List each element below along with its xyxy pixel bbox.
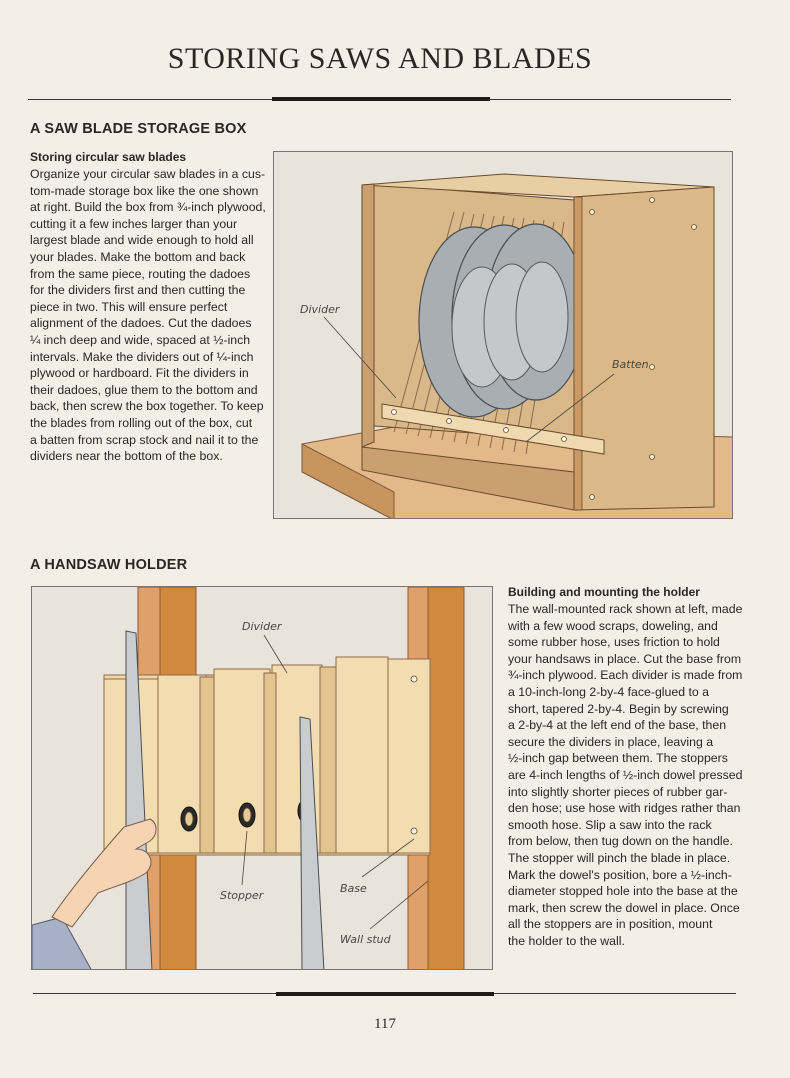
text-line: the holder to the wall. bbox=[508, 933, 625, 948]
text-line: mark, then screw the dowel in place. Onc… bbox=[508, 900, 740, 915]
text-line: a 2-by-4 at the left end of the base, th… bbox=[508, 718, 727, 733]
text-line: cutting it a few inches larger than your bbox=[30, 216, 238, 231]
bottom-rule-accent bbox=[276, 992, 494, 996]
figure-saw-blade-storage-box: Divider Batten bbox=[273, 151, 733, 519]
callout-base: Base bbox=[340, 882, 367, 895]
text-line: tom-made storage box like the one shown bbox=[30, 183, 259, 198]
subheading-storing-blades: Storing circular saw blades bbox=[30, 150, 187, 164]
text-line: for the dividers first and then cutting … bbox=[30, 283, 246, 298]
text-line: diameter stopped hole into the base at t… bbox=[508, 884, 738, 899]
section1-body: Organize your circular saw blades in a c… bbox=[30, 166, 270, 465]
text-line: are 4-inch lengths of ½-inch dowel press… bbox=[508, 767, 743, 782]
text-line: The stopper will pinch the blade in plac… bbox=[508, 850, 731, 865]
section-heading-saw-blade-box: A SAW BLADE STORAGE BOX bbox=[30, 121, 247, 137]
text-line: smooth hose. Slip a saw into the rack bbox=[508, 817, 712, 832]
page-title: STORING SAWS AND BLADES bbox=[167, 42, 593, 75]
text-line: largest blade and wide enough to hold al… bbox=[30, 233, 254, 248]
text-line: dividers near the bottom of the box. bbox=[30, 449, 223, 464]
text-line: short, tapered 2-by-4. Begin by screwing bbox=[508, 701, 729, 716]
text-line: Organize your circular saw blades in a c… bbox=[30, 167, 266, 181]
text-line: from the same piece, routing the dadoes bbox=[30, 266, 251, 281]
page-number: 117 bbox=[374, 1016, 396, 1032]
text-line: with a few wood scraps, doweling, and bbox=[508, 618, 718, 633]
text-line: your blades. Make the bottom and back bbox=[30, 249, 246, 264]
text-line: ¾-inch plywood. Each divider is made fro… bbox=[508, 668, 743, 683]
text-line: at right. Build the box from ¾-inch plyw… bbox=[30, 200, 266, 215]
figure-handsaw-holder: Divider Stopper Base Wall stud bbox=[31, 586, 493, 970]
text-line: their dadoes, glue them to the bottom an… bbox=[30, 382, 258, 397]
text-line: ¼ inch deep and wide, spaced at ½-inch bbox=[30, 332, 251, 347]
callout-batten: Batten bbox=[612, 358, 649, 371]
callout-divider: Divider bbox=[300, 303, 341, 316]
callout-wall-stud: Wall stud bbox=[340, 933, 392, 946]
text-line: a 10-inch-long 2-by-4 face-glued to a bbox=[508, 684, 709, 699]
text-line: piece in two. This will ensure perfect bbox=[30, 299, 228, 314]
text-line: plywood or hardboard. Fit the dividers i… bbox=[30, 366, 249, 381]
text-line: back, then screw the box together. To ke… bbox=[30, 399, 264, 414]
text-line: the blades from rolling out of the box, … bbox=[30, 415, 253, 430]
subheading-building-holder: Building and mounting the holder bbox=[508, 585, 700, 599]
text-line: a batten from scrap stock and nail it to… bbox=[30, 432, 259, 447]
text-line: ½-inch gap between them. The stoppers bbox=[508, 751, 728, 766]
callout-stopper: Stopper bbox=[220, 889, 265, 902]
callout-divider-handsaw: Divider bbox=[242, 620, 283, 633]
text-line: intervals. Make the dividers out of ¼-in… bbox=[30, 349, 254, 364]
text-line: all the stoppers are in position, mount bbox=[508, 917, 713, 932]
handsaw-holder-illustration: Divider Stopper Base Wall stud bbox=[32, 587, 465, 969]
text-line: alignment of the dadoes. Cut the dadoes bbox=[30, 316, 252, 331]
text-line: from below, then tug down on the handle. bbox=[508, 834, 733, 849]
top-rule-accent bbox=[272, 97, 490, 101]
storage-box-illustration: Divider Batten bbox=[300, 173, 732, 518]
section2-body: The wall-mounted rack shown at left, mad… bbox=[508, 601, 760, 949]
text-line: secure the dividers in place, leaving a bbox=[508, 734, 714, 749]
text-line: den hose; use hose with ridges rather th… bbox=[508, 801, 741, 816]
text-line: some rubber hose, uses friction to hold bbox=[508, 635, 720, 650]
text-line: The wall-mounted rack shown at left, mad… bbox=[508, 602, 743, 616]
section-heading-handsaw-holder: A HANDSAW HOLDER bbox=[30, 557, 188, 573]
text-line: your handsaws in place. Cut the base fro… bbox=[508, 651, 742, 666]
text-line: into slightly shorter pieces of rubber g… bbox=[508, 784, 728, 799]
text-line: Mark the dowel's position, bore a ½-inch… bbox=[508, 867, 732, 882]
